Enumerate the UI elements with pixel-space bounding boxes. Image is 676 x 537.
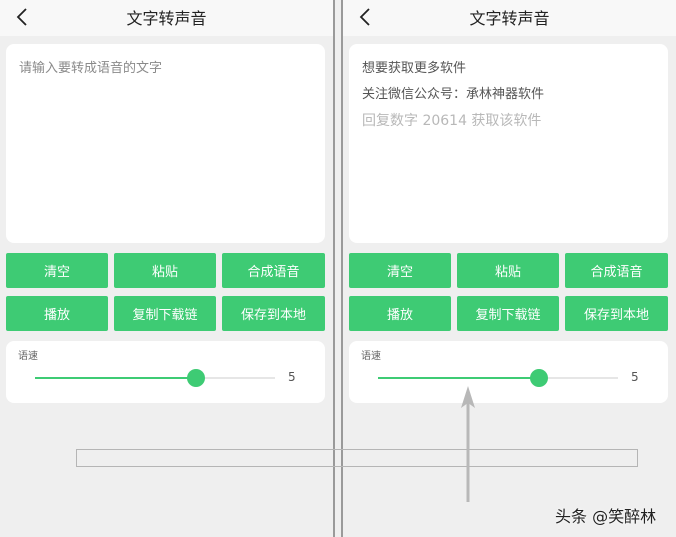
- arrow-up-icon: [461, 386, 475, 502]
- text-input-area[interactable]: 请输入要转成语音的文字: [6, 44, 325, 243]
- speed-card: 语速 5: [6, 341, 325, 403]
- divider-line: [333, 0, 335, 537]
- paste-button[interactable]: 粘贴: [457, 253, 559, 288]
- watermark: 头条 @笑醉林: [555, 507, 657, 526]
- speed-label: 语速: [361, 351, 381, 362]
- save-local-button[interactable]: 保存到本地: [222, 296, 325, 331]
- annotation-rectangle: [76, 449, 638, 467]
- divider-line: [341, 0, 343, 537]
- page-title: 文字转声音: [469, 9, 550, 28]
- app-header: 文字转声音: [343, 0, 676, 36]
- speed-slider[interactable]: [378, 369, 618, 387]
- copy-download-link-button[interactable]: 复制下载链: [457, 296, 559, 331]
- save-local-button[interactable]: 保存到本地: [565, 296, 668, 331]
- clear-button[interactable]: 清空: [349, 253, 451, 288]
- play-button[interactable]: 播放: [349, 296, 451, 331]
- speed-value: 5: [288, 370, 296, 384]
- speed-card: 语速 5: [349, 341, 668, 403]
- left-screen: 文字转声音 请输入要转成语音的文字 清空 粘贴 合成语音 播放 复制下载链 保存…: [0, 0, 333, 537]
- speed-slider-thumb[interactable]: [186, 369, 205, 387]
- speed-slider[interactable]: [35, 369, 275, 387]
- synthesize-button[interactable]: 合成语音: [565, 253, 668, 288]
- speed-slider-thumb[interactable]: [529, 369, 548, 387]
- clear-button[interactable]: 清空: [6, 253, 108, 288]
- paste-button[interactable]: 粘贴: [114, 253, 216, 288]
- copy-download-link-button[interactable]: 复制下载链: [114, 296, 216, 331]
- speed-slider-fill: [35, 377, 196, 379]
- right-screen: 文字转声音 想要获取更多软件 关注微信公众号：承林神器软件 回复数字 20614…: [343, 0, 676, 537]
- text-line: 想要获取更多软件: [362, 61, 467, 76]
- speed-value: 5: [631, 370, 639, 384]
- text-line: 回复数字 20614 获取该软件: [362, 113, 542, 129]
- text-input-area[interactable]: 想要获取更多软件 关注微信公众号：承林神器软件 回复数字 20614 获取该软件: [349, 44, 668, 243]
- chevron-left-icon[interactable]: [12, 6, 32, 28]
- page-title: 文字转声音: [126, 9, 207, 28]
- speed-slider-fill: [378, 377, 539, 379]
- text-line: 关注微信公众号：承林神器软件: [362, 87, 545, 102]
- synthesize-button[interactable]: 合成语音: [222, 253, 325, 288]
- play-button[interactable]: 播放: [6, 296, 108, 331]
- speed-label: 语速: [18, 351, 38, 362]
- app-header: 文字转声音: [0, 0, 333, 36]
- text-input-placeholder[interactable]: 请输入要转成语音的文字: [19, 61, 163, 76]
- chevron-left-icon[interactable]: [355, 6, 375, 28]
